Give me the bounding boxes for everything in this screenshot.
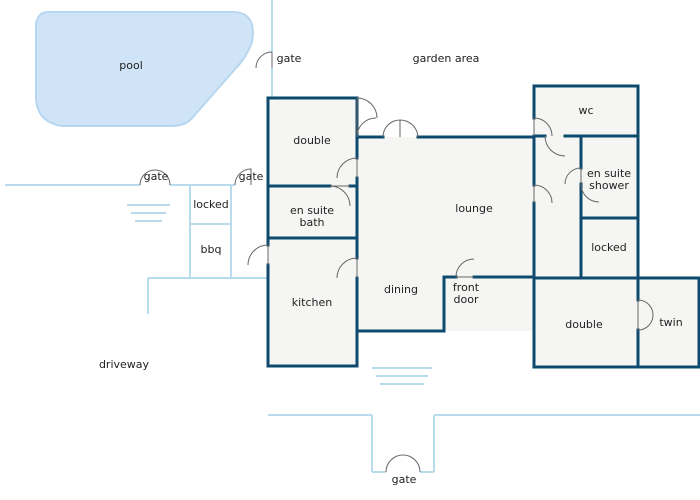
door-lounge-right [544, 135, 566, 157]
fences [5, 0, 700, 473]
door-lounge-top [382, 119, 419, 138]
door-wc [533, 117, 553, 137]
gate-mid-label: gate [238, 170, 264, 183]
door-en-suite-bath [329, 185, 351, 207]
gate-top-label: gate [276, 52, 302, 65]
steps-front [372, 367, 432, 385]
driveway-label: driveway [98, 358, 150, 371]
door-dining [336, 257, 358, 279]
steps-bbq [127, 204, 170, 222]
locked-right-label: locked [591, 241, 627, 254]
double-bottom-label: double [565, 318, 603, 331]
door-shower-bottom [580, 183, 600, 203]
wc-label: wc [578, 104, 594, 117]
door-gate-mid [234, 168, 252, 186]
door-double-lounge [336, 157, 358, 179]
room-fills [268, 86, 699, 367]
door-gate-bottom [385, 454, 421, 473]
twin-label: twin [659, 316, 683, 329]
pool [35, 11, 254, 127]
door-front [455, 258, 475, 278]
pool-label: pool [119, 59, 143, 72]
doors [139, 51, 654, 473]
kitchen-label: kitchen [291, 296, 333, 309]
gate-left-label: gate [143, 170, 169, 183]
walls [266, 84, 700, 369]
door-gate-left [139, 169, 171, 186]
en-suite-bath-label: en suite bath [289, 204, 335, 229]
en-suite-shower-label: en suite shower [586, 167, 632, 192]
garden-area-label: garden area [412, 52, 480, 65]
door-shower [564, 167, 582, 185]
door-double-top [356, 97, 378, 138]
locked-small-label: locked [193, 198, 229, 211]
door-kitchen [247, 244, 269, 266]
door-twin [637, 299, 654, 331]
double-top-label: double [293, 134, 331, 147]
door-gate-top [255, 51, 273, 69]
dining-label: dining [383, 283, 419, 296]
bbq-label: bbq [200, 243, 222, 256]
lounge-label: lounge [455, 202, 493, 215]
front-door-label: front door [452, 281, 480, 306]
gate-bottom-label: gate [391, 473, 417, 486]
door-double-right [533, 184, 553, 204]
